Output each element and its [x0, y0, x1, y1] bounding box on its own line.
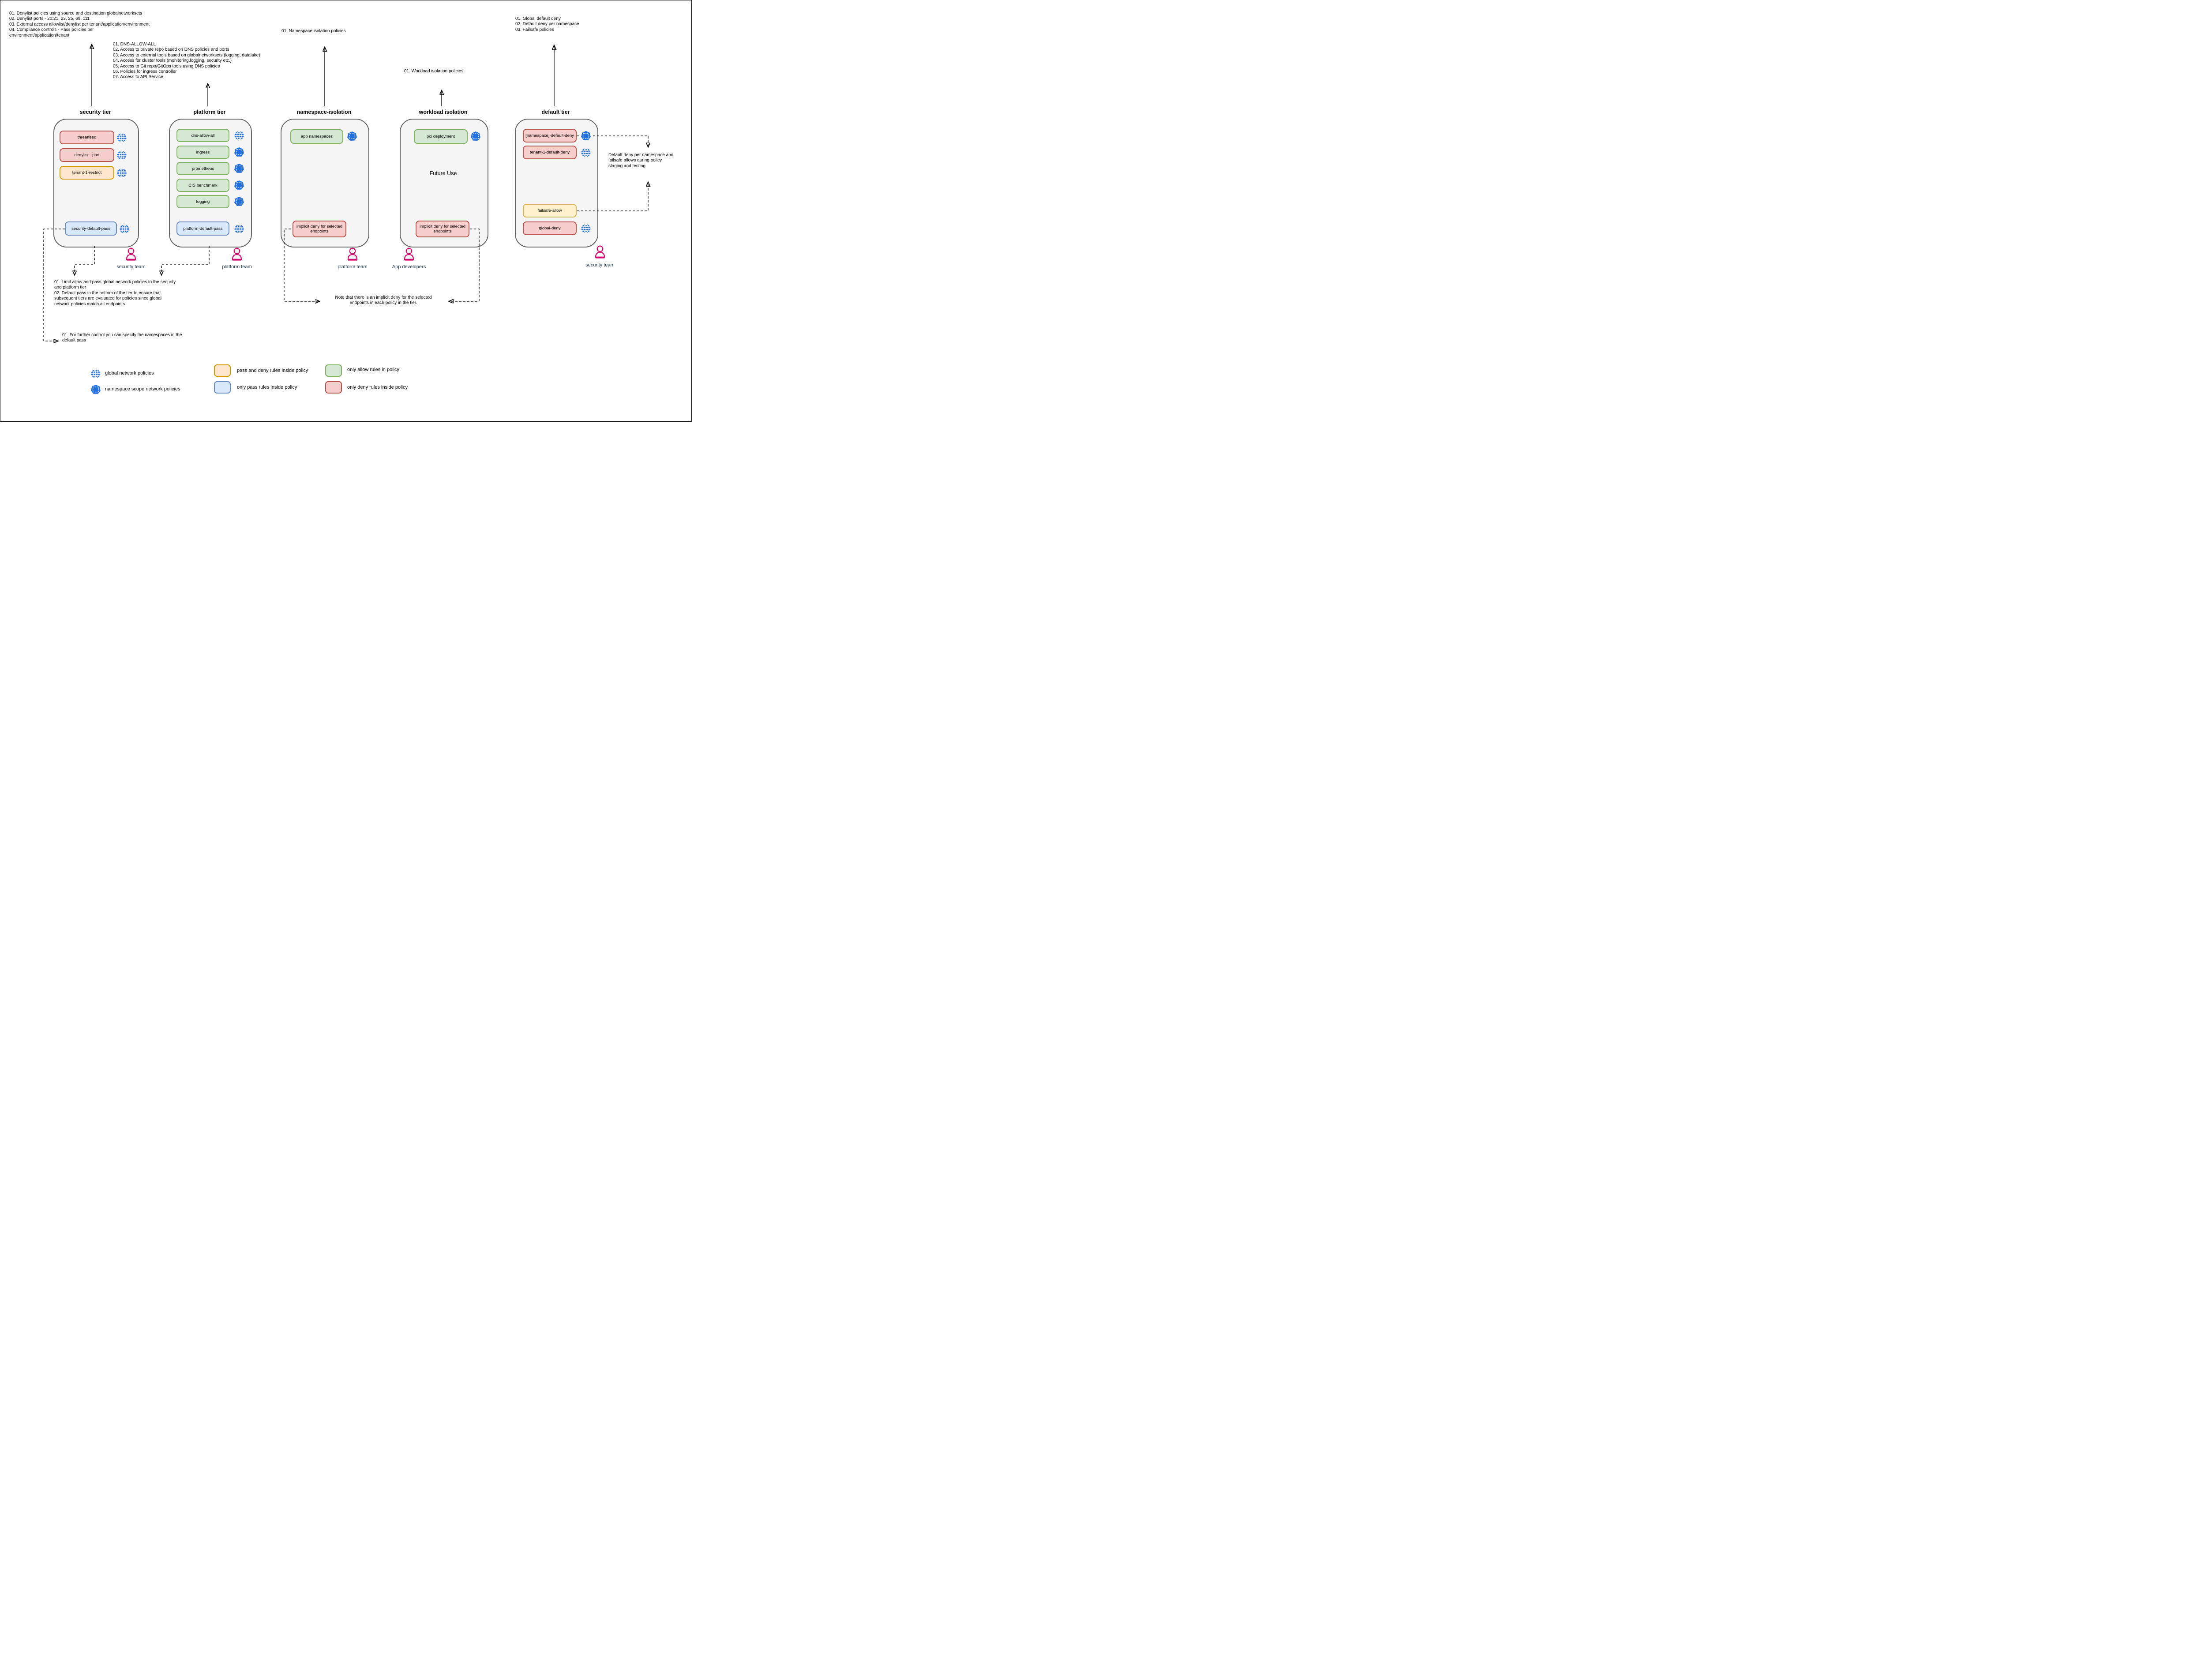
policy-tenant-1-restrict: tenant-1-restrict: [60, 166, 114, 180]
connector-security-tier-to-limit-note: [75, 246, 95, 275]
legend-label-allow: only allow rules in policy: [347, 367, 399, 372]
diagram-canvas: 01. Denylist policies using source and d…: [0, 0, 692, 422]
person-icon: [592, 244, 608, 260]
namespace-icon: [234, 147, 244, 158]
globe-icon: [581, 147, 591, 158]
policy-namespace-default-deny: [namespace]-default-deny: [523, 129, 577, 142]
person-icon: [229, 247, 245, 262]
policy-cis-benchmark: CIS benchmark: [176, 179, 229, 192]
person-icon: [401, 247, 417, 262]
namespace-isolation-note: 01. Namespace isolation policies: [281, 29, 346, 34]
namespace-icon: [234, 180, 244, 191]
policy-threatfeed: threatfeed: [60, 131, 114, 144]
default-tier-notes: 01. Global default deny 02. Default deny…: [515, 16, 579, 32]
namespace-icon: [234, 196, 244, 207]
legend-swatch-allow: [325, 364, 342, 377]
team-label-security-2: security team: [585, 262, 615, 268]
policy-dns-allow-all: dns-allow-all: [176, 129, 229, 142]
team-label-security-1: security team: [116, 264, 146, 270]
namespace-icon: [470, 131, 481, 142]
limit-pass-note: 01. Limit allow and pass global network …: [54, 280, 176, 307]
platform-tier-notes: 01. DNS-ALLOW-ALL 02. Access to private …: [113, 42, 260, 80]
tier-title-workload-isolation: workload isolation: [419, 109, 468, 115]
policy-platform-default-pass: platform-default-pass: [176, 221, 229, 236]
legend-label-global: global network policies: [105, 371, 154, 376]
globe-icon: [581, 223, 591, 234]
policy-global-deny: global-deny: [523, 221, 577, 235]
connector-platform-tier-to-limit-note: [161, 246, 210, 275]
globe-icon: [116, 132, 127, 143]
policy-implicit-deny-workload: implicit deny for selected endpoints: [416, 221, 469, 237]
policy-app-namespaces: app namespaces: [290, 129, 343, 144]
namespace-icon: [234, 163, 244, 174]
person-icon: [345, 247, 360, 262]
policy-logging: logging: [176, 195, 229, 208]
globe-icon: [119, 224, 130, 234]
policy-implicit-deny-namespace: implicit deny for selected endpoints: [293, 221, 346, 237]
legend-label-deny: only deny rules inside policy: [347, 385, 408, 390]
legend-swatch-pass-deny: [214, 364, 231, 377]
further-control-note: 01. For further control you can specify …: [62, 333, 182, 343]
policy-failsafe-allow: failsafe-allow: [523, 204, 577, 218]
policy-ingress: ingress: [176, 146, 229, 159]
legend-label-pass-deny: pass and deny rules inside policy: [237, 368, 308, 373]
policy-tenant-1-default-deny: tenant-1-default-deny: [523, 146, 577, 159]
team-label-platform-2: platform team: [338, 264, 368, 270]
policy-pci-deployment: pci deployment: [414, 129, 468, 144]
tier-title-platform: platform tier: [193, 109, 226, 115]
globe-icon: [234, 224, 244, 234]
implicit-deny-note: Note that there is an implicit deny for …: [335, 295, 432, 306]
tier-title-default: default tier: [541, 109, 570, 115]
namespace-icon: [347, 131, 357, 142]
namespace-icon: [581, 131, 591, 141]
namespace-icon: [90, 384, 101, 395]
globe-icon: [116, 168, 127, 178]
tier-title-namespace-isolation: namespace-isolation: [296, 109, 352, 115]
workload-isolation-note: 01. Workload isolation policies: [404, 69, 464, 74]
person-icon: [123, 247, 139, 262]
future-use-label: Future Use: [429, 170, 457, 176]
globe-icon: [90, 368, 101, 379]
legend-label-namespace: namespace scope network policies: [105, 386, 180, 392]
policy-security-default-pass: security-default-pass: [65, 221, 117, 236]
legend-swatch-pass: [214, 381, 231, 394]
policy-prometheus: prometheus: [176, 162, 229, 175]
staging-note: Default deny per namespace and failsafe …: [608, 153, 674, 169]
legend-swatch-deny: [325, 381, 342, 394]
globe-icon: [116, 150, 127, 161]
security-tier-notes: 01. Denylist policies using source and d…: [9, 11, 150, 38]
team-label-app-developers: App developers: [392, 264, 426, 270]
team-label-platform-1: platform team: [222, 264, 252, 270]
tier-title-security: security tier: [79, 109, 111, 115]
globe-icon: [234, 130, 244, 141]
policy-denylist-port: denylist - port: [60, 148, 114, 162]
legend-label-pass: only pass rules inside policy: [237, 385, 297, 390]
